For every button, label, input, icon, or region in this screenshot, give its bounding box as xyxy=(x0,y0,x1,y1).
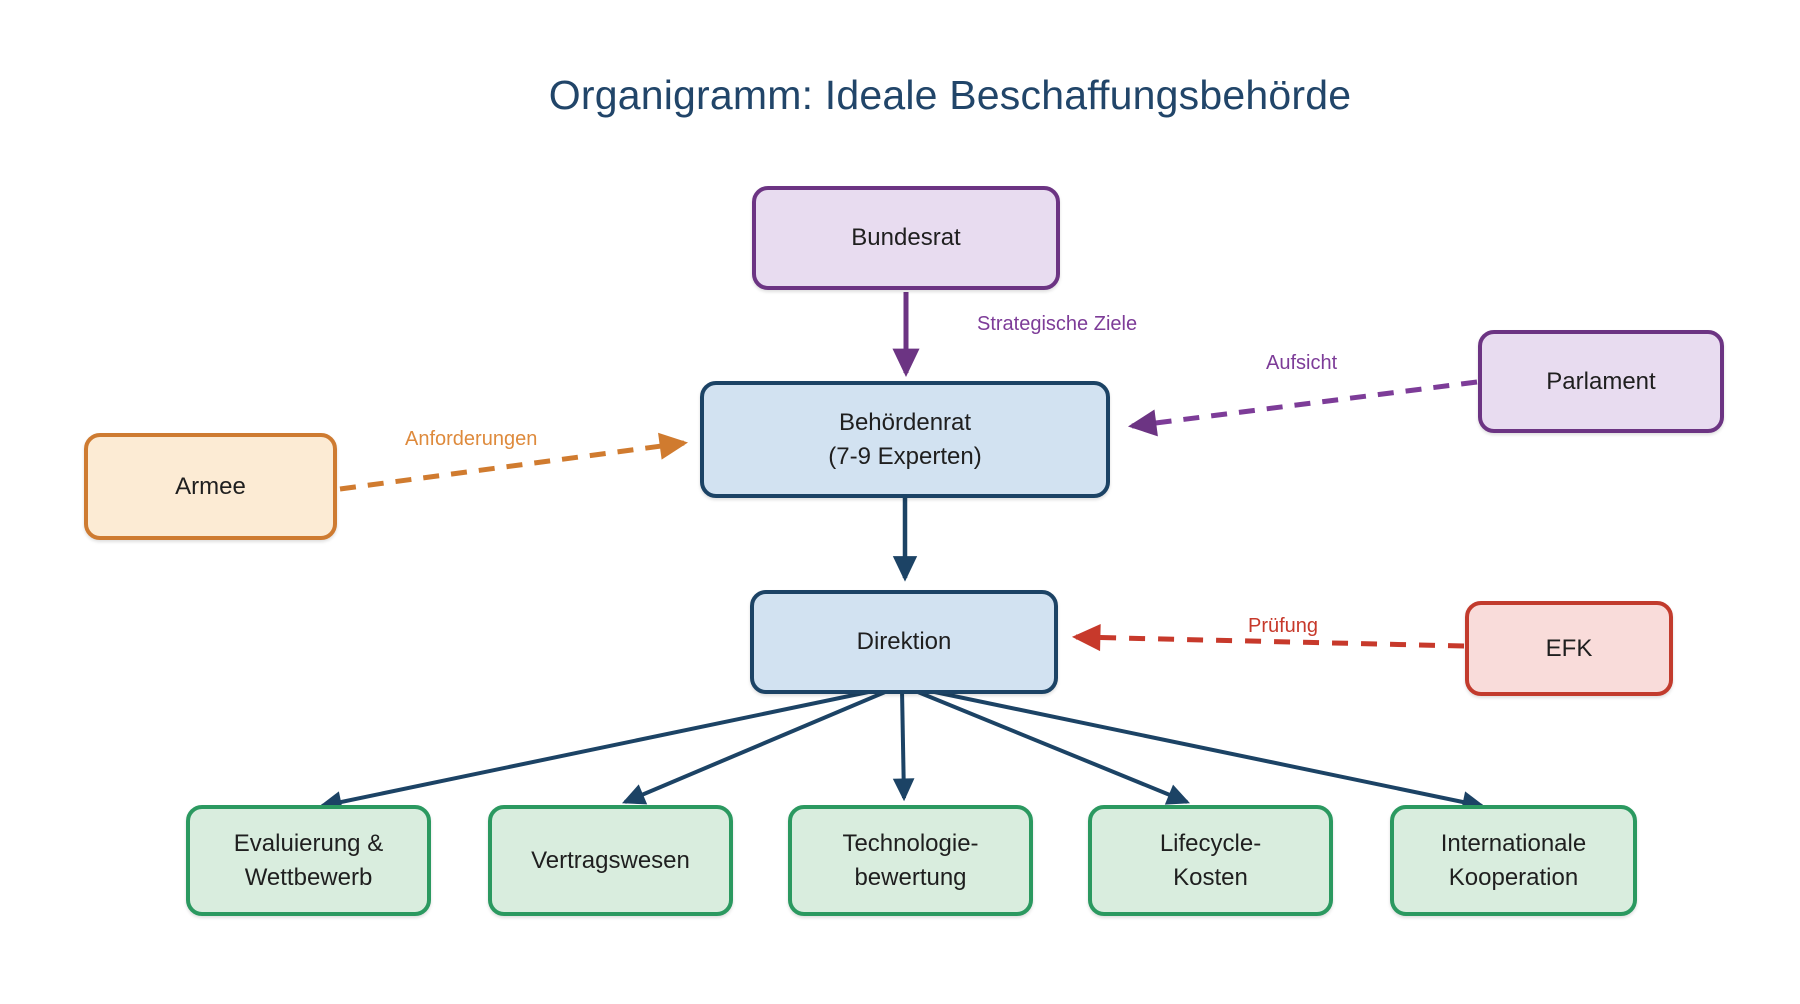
node-behoerdenrat-label: Behördenrat (7-9 Experten) xyxy=(828,409,982,470)
node-vertragswesen: Vertragswesen xyxy=(488,805,733,916)
edge-label-anforderungen: Anforderungen xyxy=(405,428,538,450)
node-internationale-kooperation: Internationale Kooperation xyxy=(1390,805,1637,916)
edge-direktion-evaluierung xyxy=(318,688,879,813)
node-internationale-kooperation-label: Internationale Kooperation xyxy=(1440,830,1587,891)
node-behoerdenrat: Behördenrat (7-9 Experten) xyxy=(700,381,1110,498)
node-parlament: Parlament xyxy=(1478,330,1724,433)
page-title: Organigramm: Ideale Beschaffungsbehörde xyxy=(548,72,1352,118)
edge-armee-behoerdenrat xyxy=(339,432,689,492)
node-technologiebewertung: Technologie- bewertung xyxy=(788,805,1033,916)
edge-direktion-kooperation xyxy=(924,688,1486,813)
node-bundesrat-label: Bundesrat xyxy=(851,224,961,252)
node-bundesrat: Bundesrat xyxy=(752,186,1060,290)
node-parlament-label: Parlament xyxy=(1546,367,1656,395)
node-evaluierung-wettbewerb: Evaluierung & Wettbewerb xyxy=(186,805,431,916)
edge-parlament-behoerdenrat xyxy=(1127,379,1478,437)
node-lifecycle-kosten-label: Lifecycle- Kosten xyxy=(1159,830,1262,891)
node-direktion-label: Direktion xyxy=(856,628,952,656)
edge-label-pruefung: Prüfung xyxy=(1248,615,1319,637)
edge-direktion-technologiebewertung xyxy=(892,689,915,802)
node-technologiebewertung-label: Technologie- bewertung xyxy=(842,830,979,891)
node-efk-label: EFK xyxy=(1545,634,1593,662)
edge-direktion-lifecycle xyxy=(912,688,1191,805)
node-armee-label: Armee xyxy=(175,472,246,500)
node-armee: Armee xyxy=(84,433,337,540)
node-direktion: Direktion xyxy=(750,590,1058,694)
edge-direktion-vertragswesen xyxy=(622,688,891,805)
node-evaluierung-wettbewerb-label: Evaluierung & Wettbewerb xyxy=(233,830,384,891)
node-efk: EFK xyxy=(1465,601,1673,696)
node-vertragswesen-label: Vertragswesen xyxy=(531,846,690,874)
edge-label-strategische-ziele: Strategische Ziele xyxy=(977,313,1138,335)
edge-label-aufsicht: Aufsicht xyxy=(1266,352,1338,374)
node-lifecycle-kosten: Lifecycle- Kosten xyxy=(1088,805,1333,916)
edge-efk-direktion xyxy=(1071,624,1465,652)
